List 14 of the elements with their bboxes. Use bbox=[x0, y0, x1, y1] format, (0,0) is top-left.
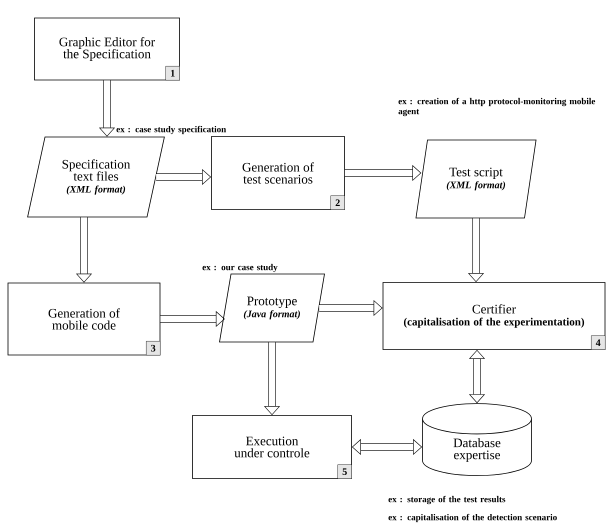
example-note: ex : storage of the test results bbox=[388, 496, 506, 504]
example-note: ex : case study specification bbox=[116, 126, 226, 134]
example-note: ex : capitalisation of the detection scenario bbox=[388, 514, 557, 522]
step-number: 4 bbox=[591, 336, 606, 350]
data-parallelogram: Prototype (Java format) bbox=[219, 274, 325, 342]
step-number: 1 bbox=[166, 66, 180, 80]
step-number: 3 bbox=[146, 341, 160, 356]
example-note: ex : creation of a http protocol-monitoring mobile agent bbox=[398, 98, 596, 116]
step-number: 2 bbox=[330, 196, 345, 210]
step-number: 5 bbox=[338, 464, 352, 479]
data-parallelogram: Test script (XML format) bbox=[416, 140, 536, 218]
database-cylinder: Database expertise bbox=[422, 403, 532, 476]
data-parallelogram: Specification text files (XML format) bbox=[27, 136, 165, 218]
example-note: ex : our case study bbox=[202, 264, 278, 272]
